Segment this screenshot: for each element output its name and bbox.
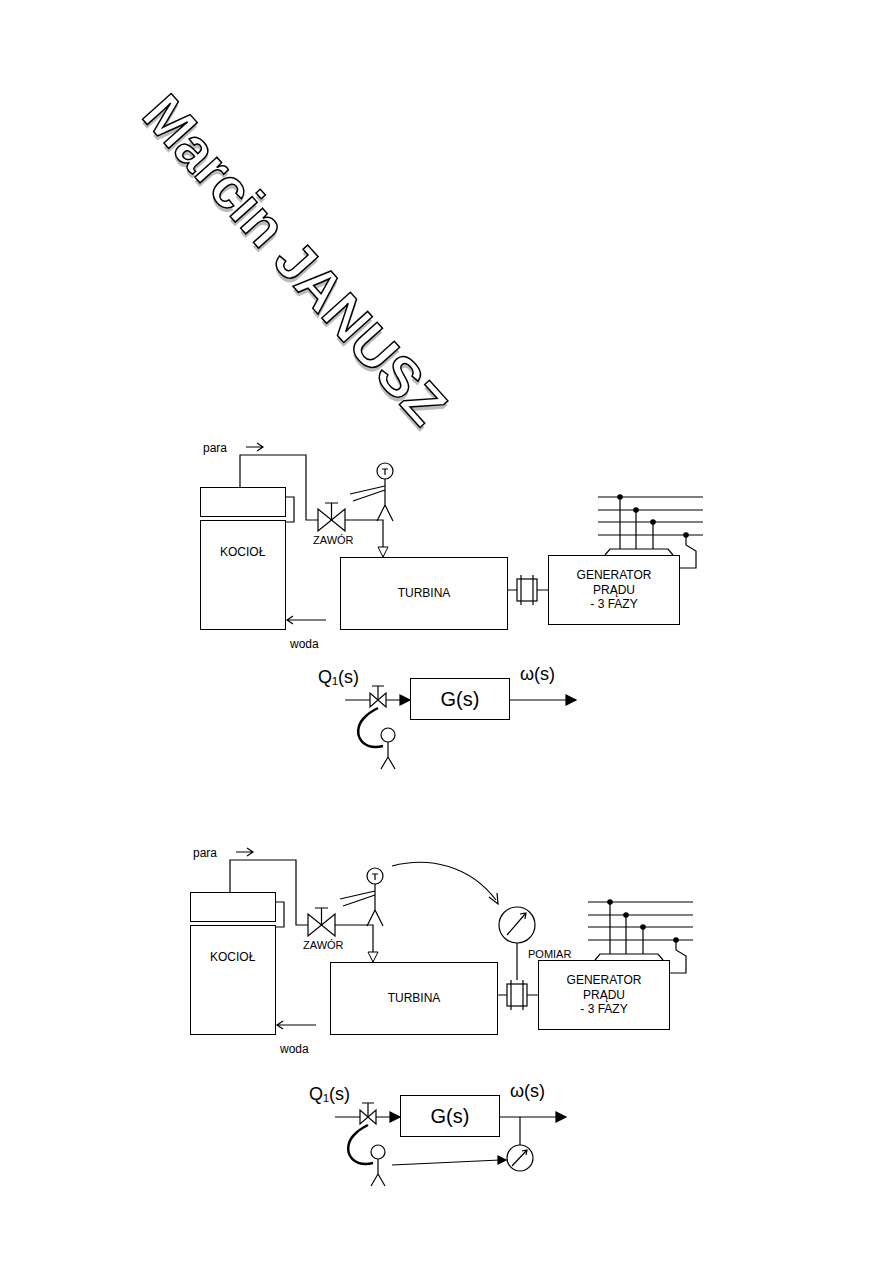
gauge-wire	[519, 1117, 520, 1145]
medium-label: para	[203, 441, 227, 455]
node-text: GENERATOR PRĄDU	[567, 973, 642, 1002]
generator-box: GENERATOR PRĄDU- 3 FAZY	[548, 555, 680, 625]
part-label: POMIAR	[528, 948, 571, 961]
arrow-head	[489, 893, 498, 904]
transfer-block: G(s)	[400, 1095, 500, 1137]
gauge-needle	[512, 1150, 527, 1166]
gauge-symbol	[507, 1145, 533, 1171]
turbine-box: TURBINA	[330, 962, 498, 1035]
node-text: - 3 FAZY	[580, 1002, 627, 1016]
signal-label: Q₁(s)	[318, 667, 359, 689]
transfer-block: G(s)	[410, 678, 510, 720]
node-text: GENERATOR PRĄDU	[577, 568, 652, 597]
node-text: TURBINA	[398, 586, 451, 600]
observe-arrow	[392, 1160, 500, 1165]
part-label: ZAWÓR	[303, 939, 344, 952]
signal-label: ω(s)	[520, 664, 555, 686]
part-label: ZAWÓR	[313, 534, 354, 547]
node-text: KOCIOŁ	[220, 545, 265, 559]
observe-arrow	[392, 862, 496, 900]
watermark: Marcin JANUSZ	[133, 85, 456, 435]
boiler-body	[200, 520, 286, 630]
block-illustration	[345, 686, 576, 769]
signal-label: ω(s)	[510, 1081, 545, 1103]
signal-label: Q₁(s)	[309, 1084, 350, 1106]
medium-label: woda	[290, 637, 319, 651]
medium-label: woda	[280, 1042, 309, 1056]
transfer-function: G(s)	[431, 1104, 470, 1128]
steam-drum	[190, 892, 276, 922]
gauge-needle	[507, 913, 526, 935]
arrow-head	[498, 1156, 506, 1164]
block-illustration	[335, 1103, 566, 1186]
gauge-wire	[516, 943, 517, 980]
boiler-box: KOCIOŁ	[190, 892, 276, 1035]
transfer-function: G(s)	[441, 687, 480, 711]
medium-label: para	[193, 846, 217, 860]
node-text: - 3 FAZY	[590, 597, 637, 611]
node-text: KOCIOŁ	[210, 950, 255, 964]
turbine-box: TURBINA	[340, 557, 508, 630]
node-text: TURBINA	[388, 991, 441, 1005]
steam-drum	[200, 487, 286, 517]
boiler-box: KOCIOŁ	[200, 487, 286, 630]
generator-box: GENERATOR PRĄDU- 3 FAZY	[538, 960, 670, 1030]
boiler-body	[190, 925, 276, 1035]
gauge-symbol	[499, 907, 535, 943]
